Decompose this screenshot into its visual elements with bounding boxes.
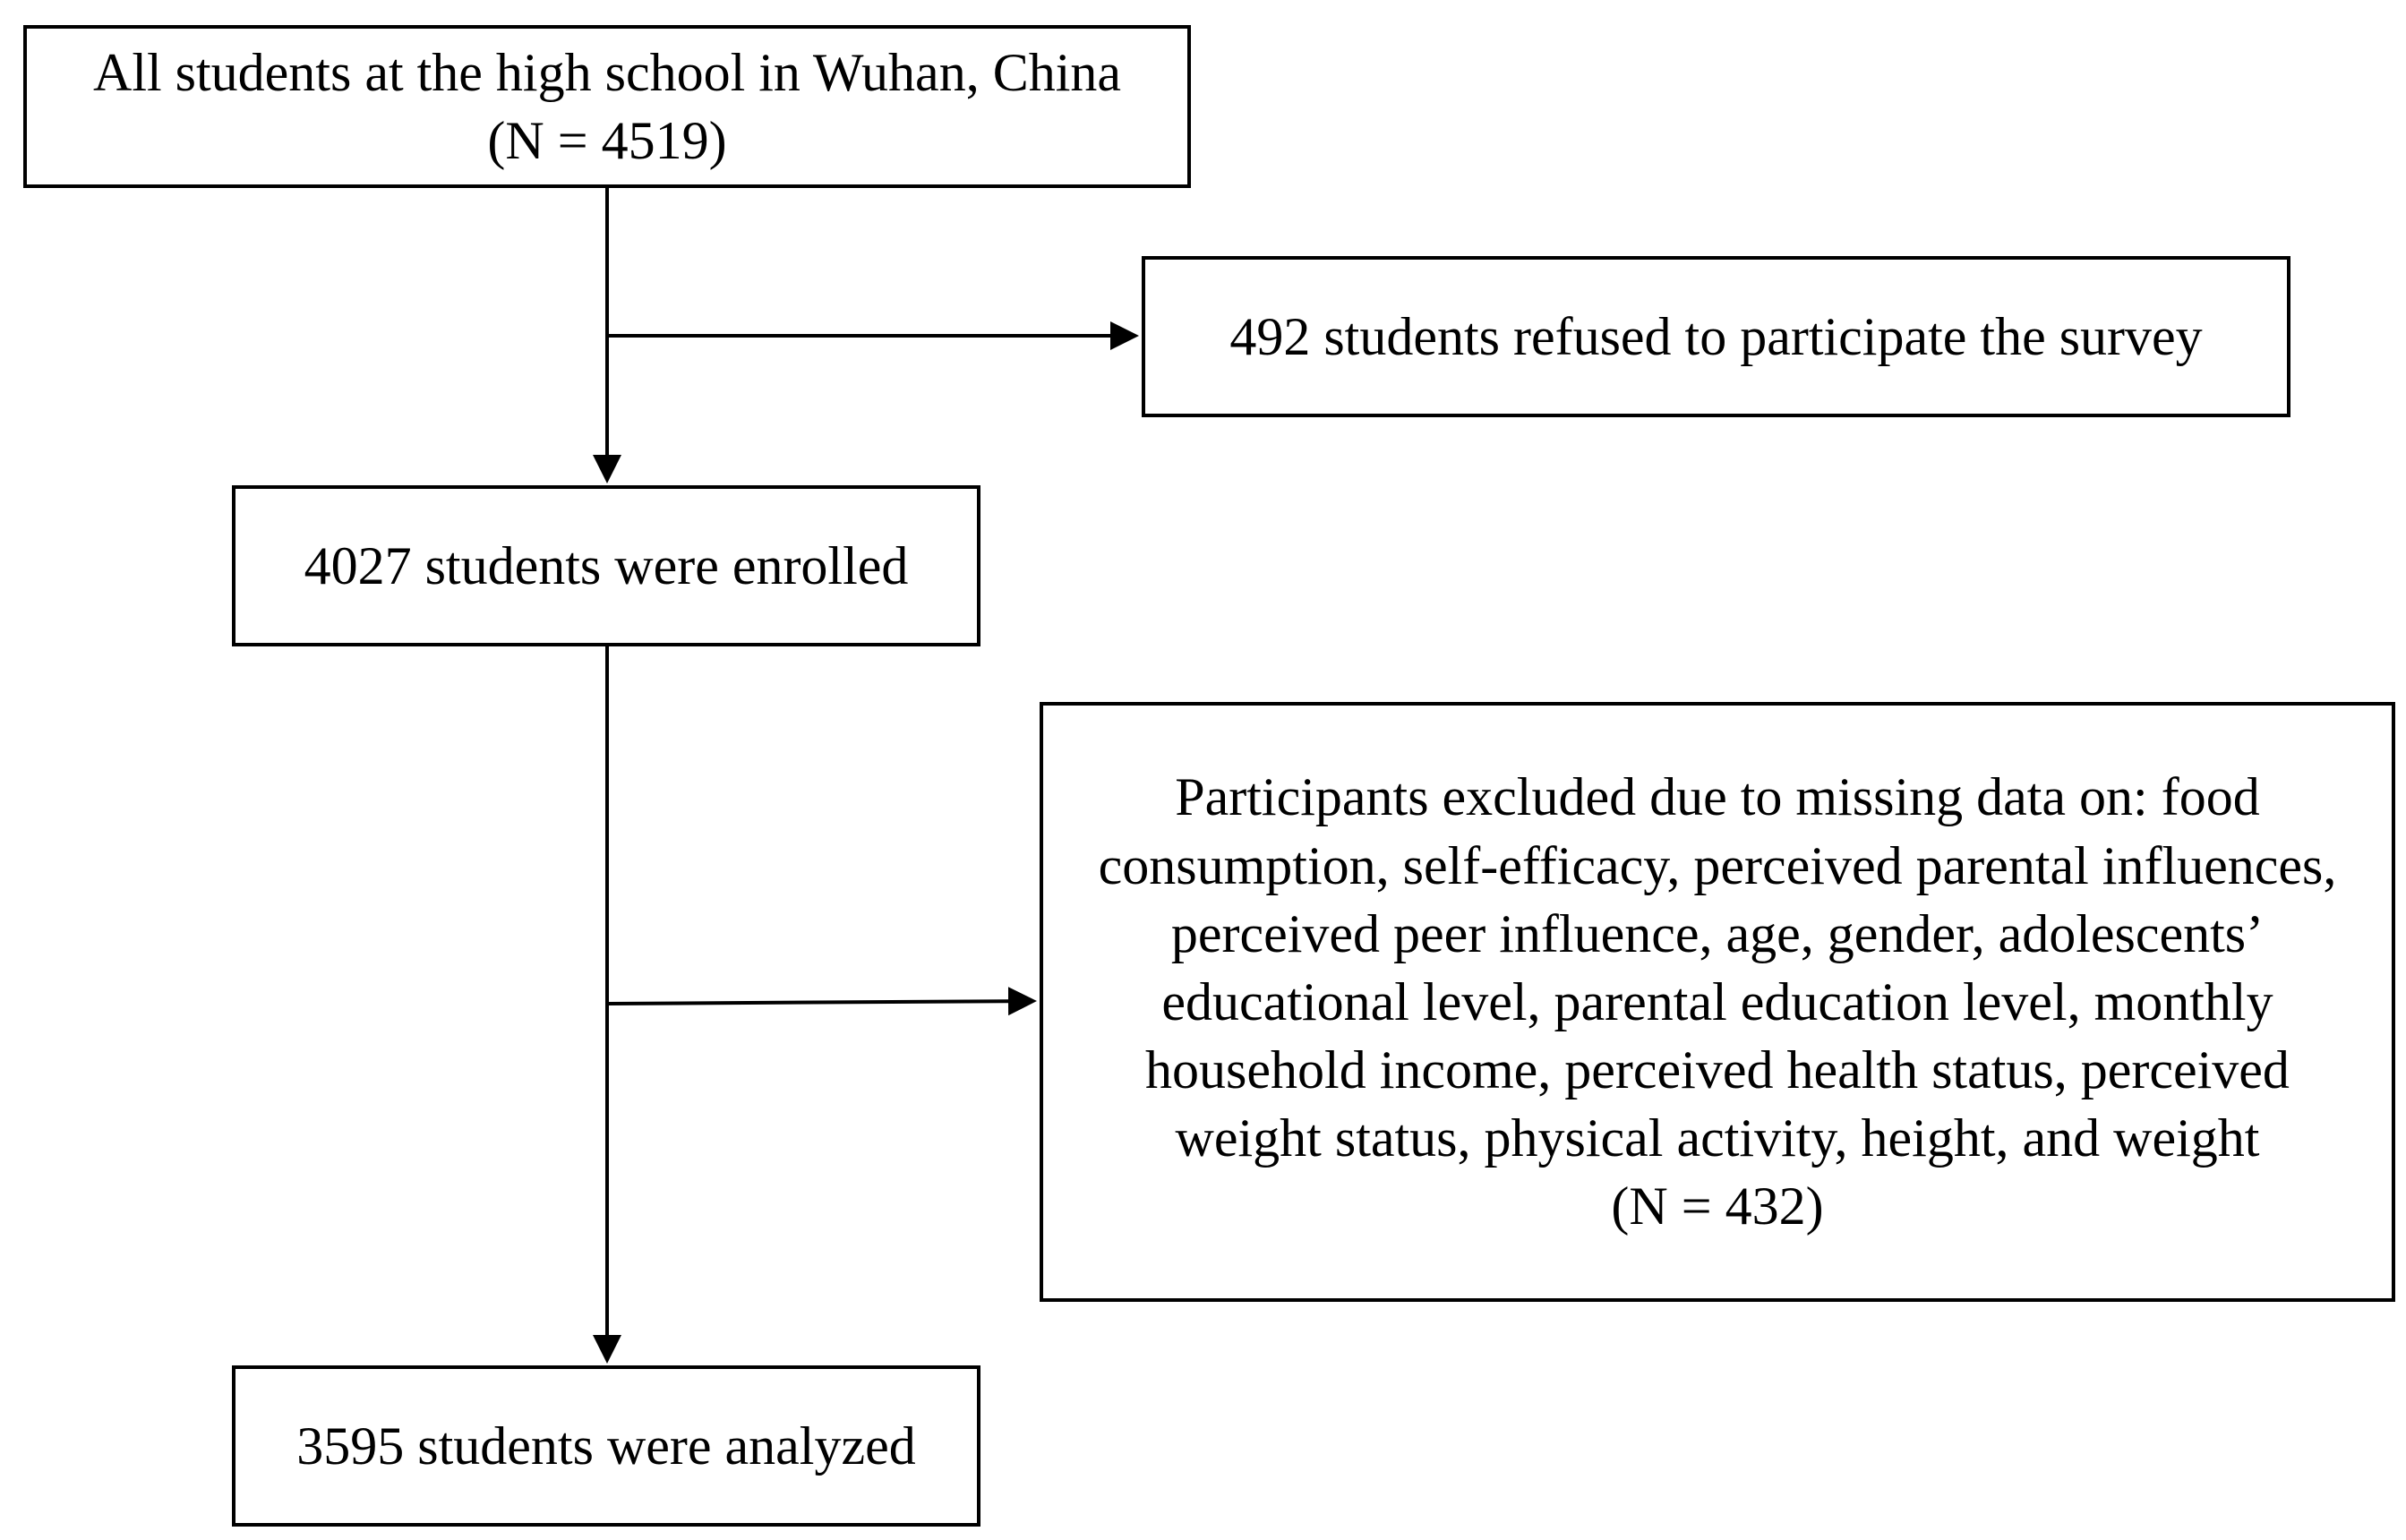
refused-students-text: 492 students refused to participate the … (1229, 306, 2203, 366)
connector-to-excluded (606, 987, 1037, 1016)
enrolled-students-box: 4027 students were enrolled (232, 485, 980, 646)
excluded-participants-box: Participants excluded due to missing dat… (1040, 702, 2395, 1302)
total-students-box: All students at the high school in Wuhan… (23, 25, 1191, 188)
enrolled-students-text: 4027 students were enrolled (304, 535, 909, 595)
analyzed-students-box: 3595 students were analyzed (232, 1365, 980, 1527)
total-students-text: All students at the high school in Wuhan… (92, 42, 1122, 170)
excluded-participants-text: Participants excluded due to missing dat… (1098, 767, 2337, 1236)
analyzed-students-text: 3595 students were analyzed (296, 1416, 916, 1476)
refused-students-box: 492 students refused to participate the … (1142, 256, 2290, 417)
